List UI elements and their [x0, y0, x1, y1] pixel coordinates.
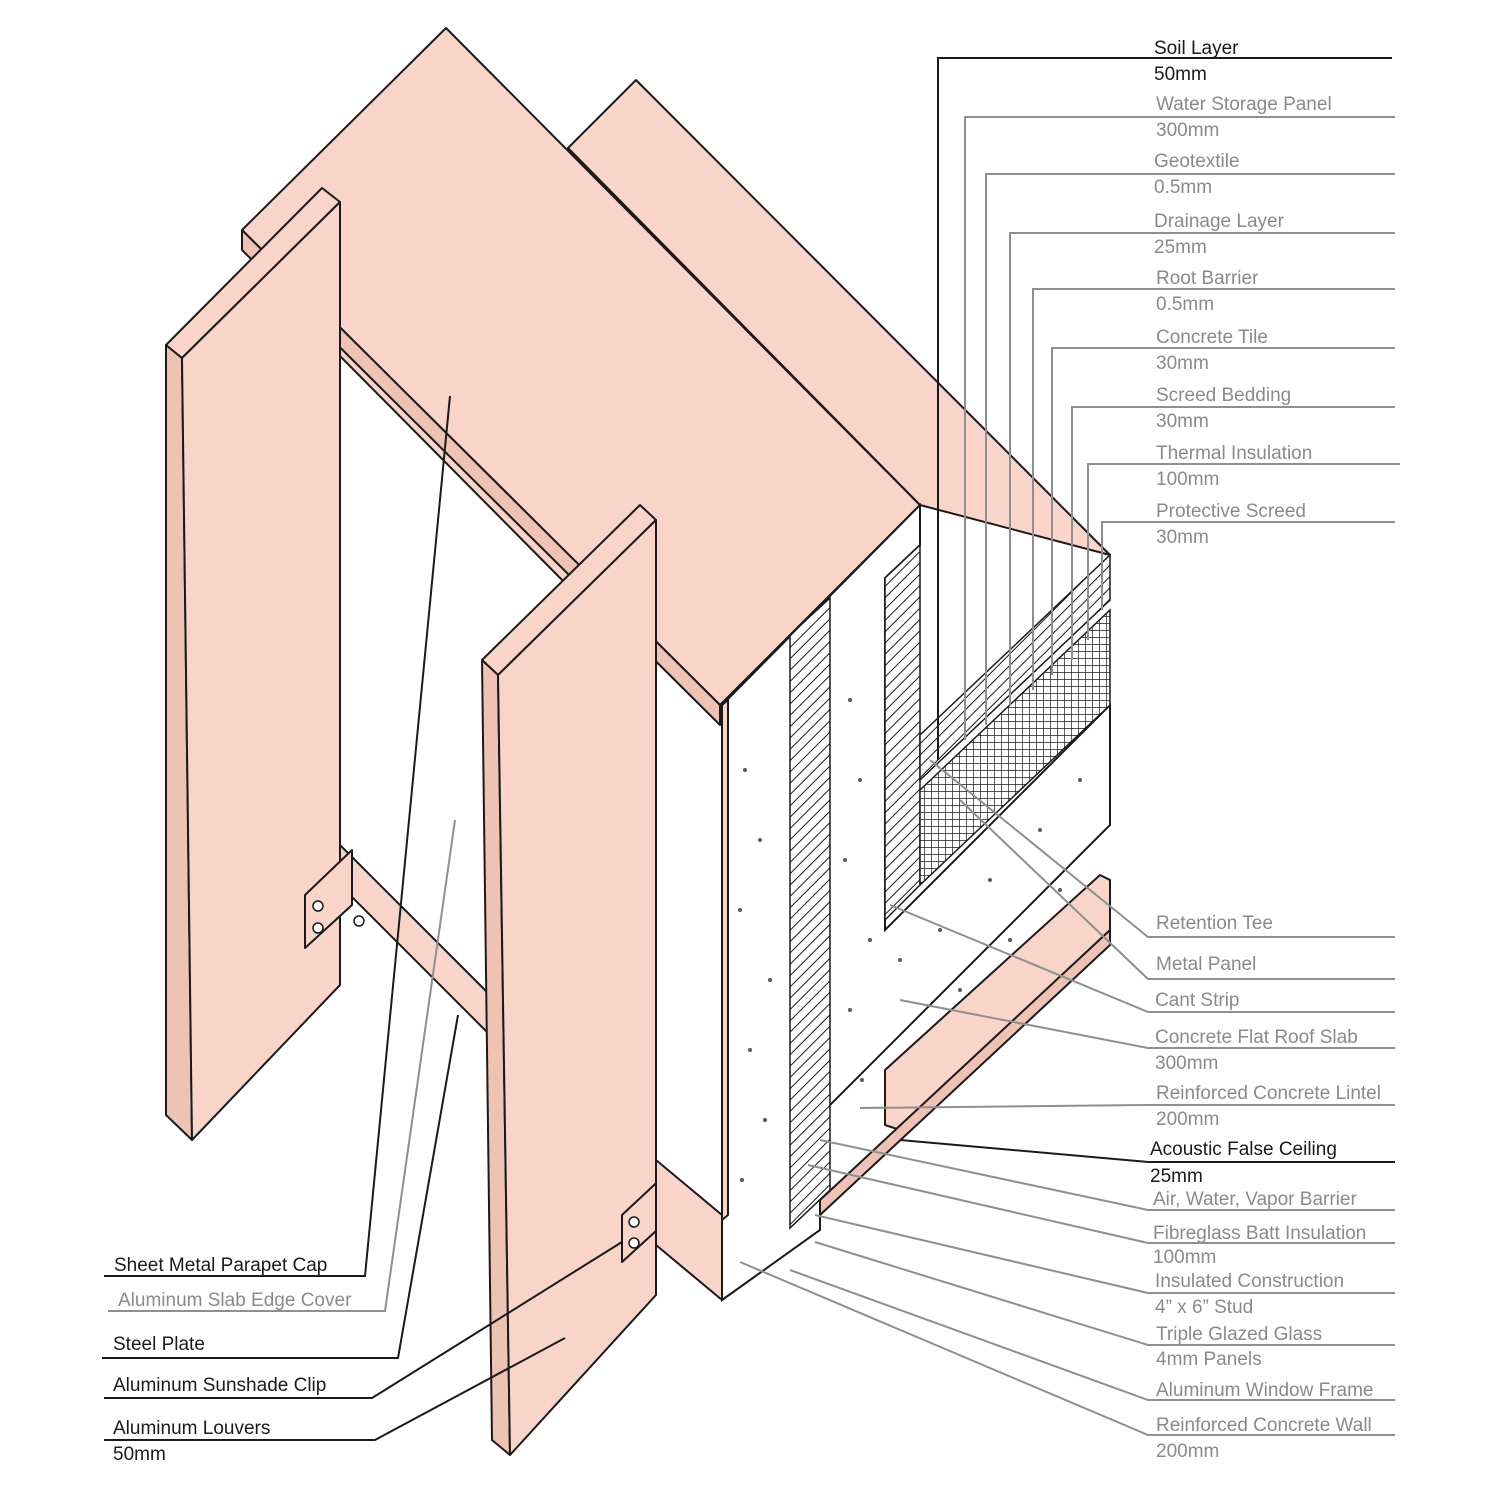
label-aluminum-slab-edge-cover: Aluminum Slab Edge Cover	[118, 1290, 352, 1311]
label-screed-bedding-dim: 30mm	[1156, 411, 1209, 432]
label-geotextile-dim: 0.5mm	[1154, 177, 1212, 198]
label-reinforced-concrete-lintel-dim: 200mm	[1156, 1109, 1219, 1130]
label-insulated-construction-dim: 4” x 6” Stud	[1155, 1297, 1253, 1318]
label-reinforced-concrete-lintel: Reinforced Concrete Lintel	[1156, 1083, 1381, 1104]
label-aluminum-sunshade-clip: Aluminum Sunshade Clip	[113, 1375, 326, 1396]
label-aluminum-window-frame: Aluminum Window Frame	[1156, 1380, 1374, 1401]
bolt-icon	[628, 1237, 640, 1249]
slab-edge-cover	[655, 1159, 723, 1301]
label-aluminum-louvers-dim: 50mm	[113, 1444, 166, 1465]
label-protective-screed-dim: 30mm	[1156, 527, 1209, 548]
label-retention-tee: Retention Tee	[1156, 913, 1273, 934]
label-geotextile: Geotextile	[1154, 151, 1240, 172]
label-acoustic-false-ceiling: Acoustic False Ceiling	[1150, 1139, 1337, 1160]
label-reinforced-concrete-wall: Reinforced Concrete Wall	[1156, 1415, 1372, 1436]
label-air-water-vapor-barrier: Air, Water, Vapor Barrier	[1153, 1189, 1357, 1210]
bolt-icon	[312, 900, 324, 912]
parapet-front-face	[721, 699, 729, 1221]
drawing	[165, 27, 1111, 1456]
label-triple-glazed-glass-dim: 4mm Panels	[1156, 1349, 1262, 1370]
label-concrete-flat-roof-slab-dim: 300mm	[1155, 1053, 1218, 1074]
label-thermal-insulation: Thermal Insulation	[1156, 443, 1312, 464]
label-protective-screed: Protective Screed	[1156, 501, 1306, 522]
label-soil-layer: Soil Layer	[1154, 38, 1239, 59]
louver-right-face	[497, 519, 657, 1456]
label-aluminum-louvers: Aluminum Louvers	[113, 1418, 270, 1439]
leader-lines	[102, 57, 1400, 1441]
label-concrete-tile-dim: 30mm	[1156, 353, 1209, 374]
bolt-icon	[628, 1216, 640, 1228]
label-acoustic-false-ceiling-dim: 25mm	[1150, 1166, 1203, 1187]
labels-left: Sheet Metal Parapet Cap Aluminum Slab Ed…	[113, 1255, 352, 1465]
label-steel-plate: Steel Plate	[113, 1334, 205, 1355]
batt-insulation-strip	[789, 596, 831, 1230]
label-fibreglass-batt-insulation: Fibreglass Batt Insulation	[1153, 1223, 1366, 1244]
label-fibreglass-batt-insulation-dim: 100mm	[1153, 1247, 1216, 1268]
bolt-icon	[312, 922, 324, 934]
label-metal-panel: Metal Panel	[1156, 954, 1256, 975]
label-thermal-insulation-dim: 100mm	[1156, 469, 1219, 490]
bolt-icon	[353, 915, 365, 927]
label-insulated-construction: Insulated Construction	[1155, 1271, 1344, 1292]
label-triple-glazed-glass: Triple Glazed Glass	[1156, 1324, 1322, 1345]
roof-drainage-mesh	[919, 608, 1111, 887]
labels-right: Soil Layer 50mm Water Storage Panel 300m…	[1150, 38, 1381, 1462]
label-soil-layer-dim: 50mm	[1154, 64, 1207, 85]
label-sheet-metal-parapet-cap: Sheet Metal Parapet Cap	[114, 1255, 327, 1276]
false-ceiling	[819, 929, 1111, 1216]
label-reinforced-concrete-wall-dim: 200mm	[1156, 1441, 1219, 1462]
label-root-barrier: Root Barrier	[1156, 268, 1259, 289]
label-screed-bedding: Screed Bedding	[1156, 385, 1291, 406]
louver-left-face	[181, 201, 341, 1141]
label-root-barrier-dim: 0.5mm	[1156, 294, 1214, 315]
inner-insulation-strip	[884, 543, 921, 922]
label-drainage-layer-dim: 25mm	[1154, 237, 1207, 258]
concrete-aggregate	[738, 698, 1082, 1182]
label-water-storage-panel: Water Storage Panel	[1156, 94, 1332, 115]
label-concrete-flat-roof-slab: Concrete Flat Roof Slab	[1155, 1027, 1358, 1048]
label-concrete-tile: Concrete Tile	[1156, 327, 1268, 348]
roof-buildup-layers	[919, 553, 1111, 782]
lower-support-bar	[339, 844, 501, 1046]
label-cant-strip: Cant Strip	[1155, 990, 1239, 1011]
label-drainage-layer: Drainage Layer	[1154, 211, 1285, 232]
label-water-storage-panel-dim: 300mm	[1156, 120, 1219, 141]
